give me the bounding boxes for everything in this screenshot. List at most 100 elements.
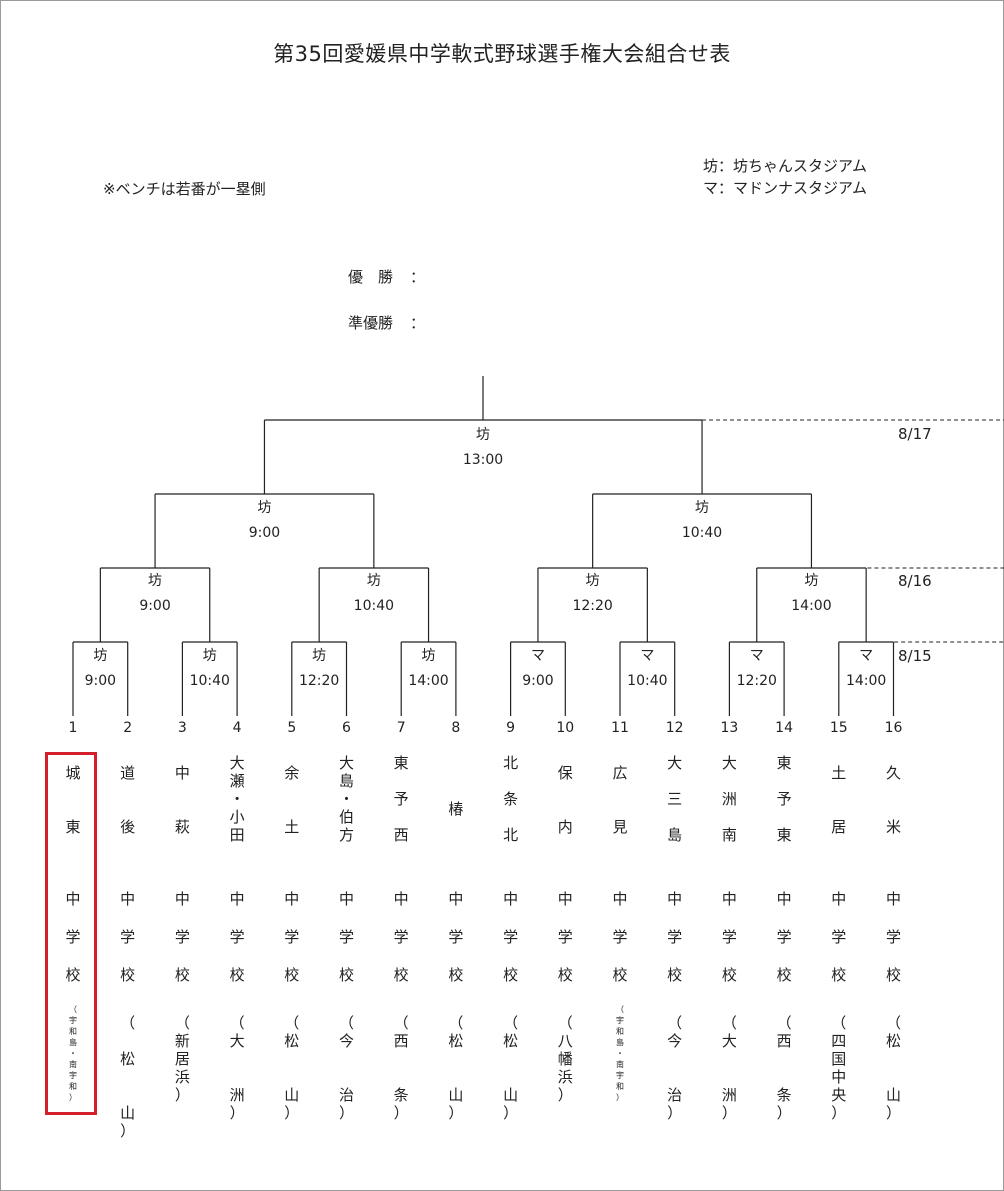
team-11-name: 広 見	[612, 764, 628, 836]
qf-game-1-time: 9:00	[139, 598, 171, 614]
r1-game-5-venue: マ	[530, 648, 545, 664]
r1-game-1: 坊 9:00	[60, 644, 140, 694]
runnerup-row: 準優勝 ：	[348, 312, 425, 333]
team-3-name: 中 萩	[174, 764, 190, 836]
team-10-area: （ 八 幡 浜 ）	[557, 1014, 573, 1104]
final-game-venue: 坊	[476, 427, 490, 443]
team-13-school-suffix: 中 学 校	[721, 890, 737, 984]
venue-legend: 坊：坊ちゃんスタジアム マ：マドンナスタジアム	[703, 155, 867, 199]
legend-botchan: 坊：坊ちゃんスタジアム	[703, 157, 867, 175]
r1-game-1-time: 9:00	[84, 673, 117, 689]
team-3-seed: 3	[177, 720, 187, 736]
qf-game-1-venue: 坊	[148, 573, 163, 589]
champion-colon: ：	[410, 268, 426, 286]
team-13-area: （ 大 洲 ）	[721, 1014, 737, 1122]
qf-game-3-time: 12:20	[572, 598, 613, 614]
team-8-school-suffix: 中 学 校	[448, 890, 464, 984]
r1-game-8-venue: マ	[859, 648, 874, 664]
r1-game-7-time: 12:20	[736, 673, 777, 689]
r1-game-2: 坊 10:40	[170, 644, 250, 694]
team-2-seed: 2	[123, 720, 133, 736]
team-14-school-suffix: 中 学 校	[776, 890, 792, 984]
r1-game-3-time: 12:20	[298, 673, 340, 689]
team-4-school-suffix: 中 学 校	[229, 890, 245, 984]
team-9-name: 北 条 北	[503, 754, 519, 844]
team-5-area: （ 松 山 ）	[284, 1014, 300, 1122]
team-12-area: （ 今 治 ）	[667, 1014, 683, 1122]
team-14-seed: 14	[775, 720, 793, 736]
r1-game-3: 坊 12:20	[279, 644, 359, 694]
qf-game-1: 坊 9:00	[115, 569, 195, 619]
sf-game-2-venue: 坊	[695, 500, 710, 516]
r1-game-2-venue: 坊	[202, 648, 217, 664]
team-8-name: 椿	[448, 800, 464, 818]
team-15-name: 土 居	[831, 764, 847, 836]
runnerup-colon: ：	[410, 314, 426, 332]
team-8-seed: 8	[451, 720, 461, 736]
team-12-seed: 12	[665, 720, 684, 736]
r1-game-6-venue: マ	[640, 648, 655, 664]
r1-game-7: マ 12:20	[717, 644, 797, 694]
team-8-area: （ 松 山 ）	[448, 1014, 464, 1122]
page-title: 第35回愛媛県中学軟式野球選手権大会組合せ表	[273, 42, 731, 66]
r1-game-6-time: 10:40	[627, 673, 668, 689]
team-15-school-suffix: 中 学 校	[831, 890, 847, 984]
team-1-name: 城 東	[65, 764, 81, 836]
team-10-name: 保 内	[557, 764, 573, 836]
r1-game-8-time: 14:00	[845, 673, 887, 689]
team-12-name: 大 三 島	[667, 754, 683, 844]
team-16-seed: 16	[884, 720, 903, 736]
team-7-school-suffix: 中 学 校	[393, 890, 409, 984]
sf-game-1-venue: 坊	[257, 500, 272, 516]
team-12-school-suffix: 中 学 校	[667, 890, 683, 984]
qf-game-2-time: 10:40	[353, 598, 395, 614]
team-5-school-suffix: 中 学 校	[284, 890, 300, 984]
team-11-area: （ 宇 和 島 ・ 南 宇 和 ）	[616, 1005, 624, 1102]
team-1-area: （ 宇 和 島 ・ 南 宇 和 ）	[69, 1005, 77, 1102]
team-9-school-suffix: 中 学 校	[503, 890, 519, 984]
team-5-seed: 5	[287, 720, 297, 736]
qf-game-2-venue: 坊	[366, 573, 381, 589]
team-6-school-suffix: 中 学 校	[338, 890, 354, 984]
team-11-seed: 11	[611, 720, 629, 736]
team-9-area: （ 松 山 ）	[503, 1014, 519, 1122]
r1-game-7-venue: マ	[749, 648, 764, 664]
final-game: 坊 13:00	[443, 423, 523, 473]
round-date-2: 8/16	[898, 572, 932, 590]
team-16-name: 久 米	[885, 764, 901, 836]
team-3-area: （ 新 居 浜 ）	[174, 1014, 190, 1104]
r1-game-4-venue: 坊	[421, 648, 436, 664]
team-6-area: （ 今 治 ）	[338, 1014, 354, 1122]
sf-game-2-time: 10:40	[681, 525, 723, 541]
team-4-area: （ 大 洲 ）	[229, 1014, 245, 1122]
team-16-area: （ 松 山 ）	[885, 1014, 901, 1122]
r1-game-1-venue: 坊	[93, 648, 108, 664]
r1-game-3-venue: 坊	[312, 648, 327, 664]
final-game-time: 13:00	[462, 452, 504, 468]
champion-row: 優 勝 ：	[348, 266, 425, 287]
team-15-seed: 15	[829, 720, 848, 736]
r1-game-6: マ 10:40	[607, 644, 687, 694]
team-6-name: 大 島 ・ 伯 方	[338, 754, 354, 844]
team-4-name: 大 瀬 ・ 小 田	[229, 754, 245, 844]
team-2-name: 道 後	[120, 764, 136, 836]
team-11-school-suffix: 中 学 校	[612, 890, 628, 984]
r1-game-2-time: 10:40	[189, 673, 230, 689]
sf-game-2: 坊 10:40	[662, 496, 742, 546]
round-date-1: 8/17	[898, 425, 932, 443]
team-13-name: 大 洲 南	[721, 754, 737, 844]
team-14-name: 東 予 東	[776, 754, 792, 844]
legend-madonna: マ：マドンナスタジアム	[703, 179, 867, 197]
team-2-area: （ 松 山 ）	[120, 1014, 136, 1140]
r1-game-5-time: 9:00	[522, 673, 554, 689]
team-15-area: （ 四 国 中 央 ）	[831, 1014, 847, 1122]
team-1-highlight-box	[45, 752, 97, 1115]
team-7-area: （ 西 条 ）	[393, 1014, 409, 1122]
team-7-name: 東 予 西	[393, 754, 409, 844]
team-10-school-suffix: 中 学 校	[557, 890, 573, 984]
team-5-name: 余 土	[284, 764, 300, 836]
team-9-seed: 9	[506, 720, 516, 736]
